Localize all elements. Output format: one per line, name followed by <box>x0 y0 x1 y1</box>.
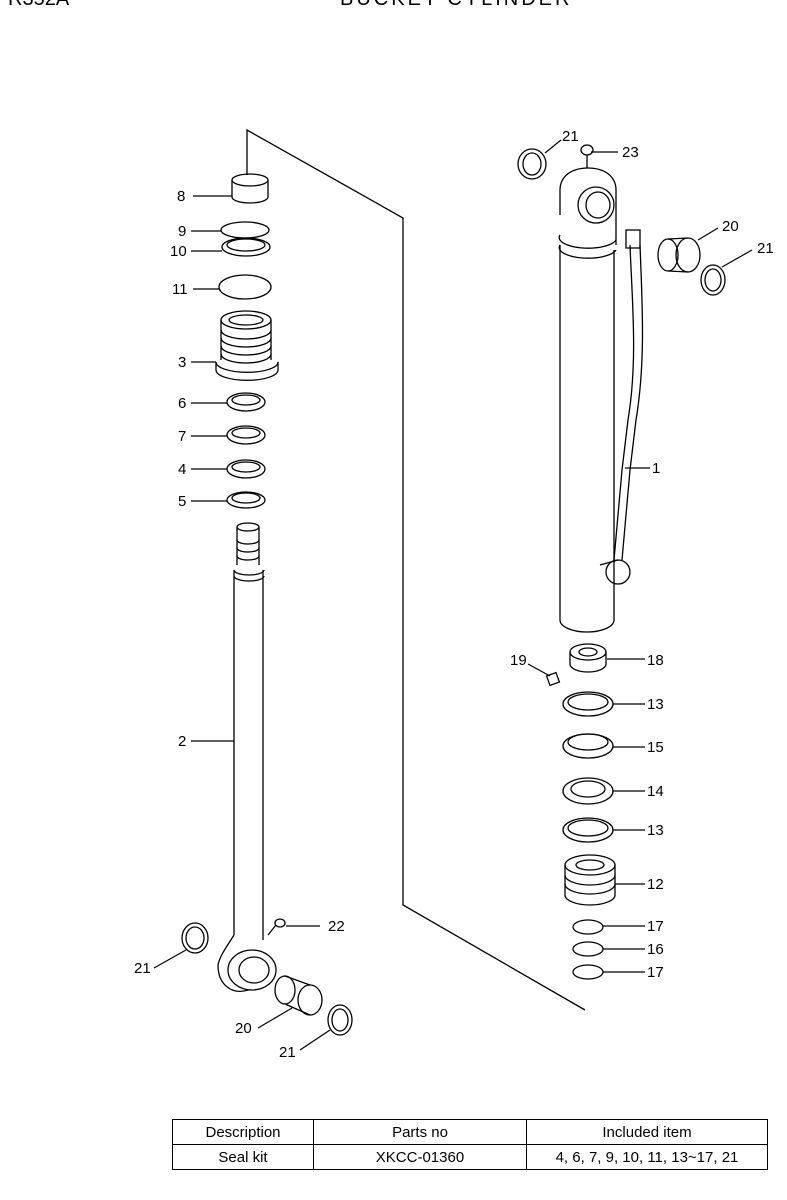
callout-17-upper: 17 <box>647 918 664 935</box>
callout-23: 23 <box>622 144 639 161</box>
part-19-set-screw <box>545 671 561 687</box>
callout-18: 18 <box>647 652 664 669</box>
callout-5: 5 <box>178 493 186 510</box>
part-20-pin-bushing-right <box>657 237 701 273</box>
part-21-dust-seal-right <box>700 264 726 296</box>
part-2-piston-rod <box>217 522 277 992</box>
part-11-oring <box>218 274 272 300</box>
callout-21-right-top: 21 <box>562 128 579 145</box>
part-22-grease-nipple <box>267 918 286 936</box>
leader-lines <box>153 139 753 1051</box>
part-6-ring <box>226 392 266 412</box>
callout-19: 19 <box>510 652 527 669</box>
part-18-lock-nut <box>569 643 607 673</box>
callout-7: 7 <box>178 428 186 445</box>
callout-20-left: 20 <box>235 1020 252 1037</box>
callout-22: 22 <box>328 918 345 935</box>
page-title: BUCKET CYLINDER <box>340 0 572 11</box>
header-description: Description <box>172 1119 314 1145</box>
callout-12: 12 <box>647 876 664 893</box>
callout-10: 10 <box>170 243 187 260</box>
callout-14: 14 <box>647 783 664 800</box>
model-code: R352A <box>8 0 69 11</box>
callout-17-lower: 17 <box>647 964 664 981</box>
cell-included-item: 4, 6, 7, 9, 10, 11, 13~17, 21 <box>526 1144 768 1170</box>
part-17-ring-lower <box>572 964 604 980</box>
part-12-piston <box>564 854 616 906</box>
part-7-ring <box>226 425 266 445</box>
part-5-ring <box>226 491 266 509</box>
callout-11: 11 <box>172 281 188 298</box>
cell-parts-no: XKCC-01360 <box>313 1144 527 1170</box>
callout-3: 3 <box>178 354 186 371</box>
callout-13-lower: 13 <box>647 822 664 839</box>
header-included-item: Included item <box>526 1119 768 1145</box>
assembly-connector-line <box>246 128 586 1011</box>
part-3-rod-cover <box>215 310 279 381</box>
callout-13-upper: 13 <box>647 696 664 713</box>
callout-20-right: 20 <box>722 218 739 235</box>
callout-8: 8 <box>177 188 185 205</box>
part-10-ring <box>221 237 271 257</box>
seal-kit-table: Description Parts no Included item Seal … <box>172 1119 768 1170</box>
callout-21-right: 21 <box>757 240 774 257</box>
part-13-ring-upper <box>562 691 614 717</box>
callout-9: 9 <box>178 223 186 240</box>
exploded-parts-diagram: 8 9 10 11 3 6 7 4 5 2 22 21 20 21 21 23 … <box>134 128 774 1061</box>
part-21-dust-seal-right-top <box>517 148 547 180</box>
part-21-dust-seal-left-bottom <box>327 1004 353 1036</box>
cell-description: Seal kit <box>172 1144 314 1170</box>
table-row: Seal kit XKCC-01360 4, 6, 7, 9, 10, 11, … <box>172 1144 768 1170</box>
callout-21-left-top: 21 <box>134 960 151 977</box>
callout-16: 16 <box>647 941 664 958</box>
header-parts-no: Parts no <box>313 1119 527 1145</box>
part-16-oring <box>572 941 604 957</box>
part-15-ring <box>562 733 614 759</box>
part-13-ring-lower <box>562 817 614 843</box>
part-1-cylinder-tube <box>558 167 644 633</box>
callout-21-left-bottom: 21 <box>279 1044 296 1061</box>
part-21-dust-seal-left-top <box>181 922 209 954</box>
callout-15: 15 <box>647 739 664 756</box>
part-14-ring <box>562 777 614 805</box>
callout-1: 1 <box>652 460 660 477</box>
part-17-ring-upper <box>572 919 604 935</box>
part-9-ring <box>220 221 270 239</box>
part-8-bushing <box>231 173 269 204</box>
callout-2: 2 <box>178 733 186 750</box>
part-23-grease-nipple <box>580 144 594 168</box>
table-header-row: Description Parts no Included item <box>172 1119 768 1145</box>
part-20-pin-bushing-left <box>274 975 323 1016</box>
callout-4: 4 <box>178 461 186 478</box>
part-4-ring <box>226 459 266 479</box>
callout-6: 6 <box>178 395 186 412</box>
